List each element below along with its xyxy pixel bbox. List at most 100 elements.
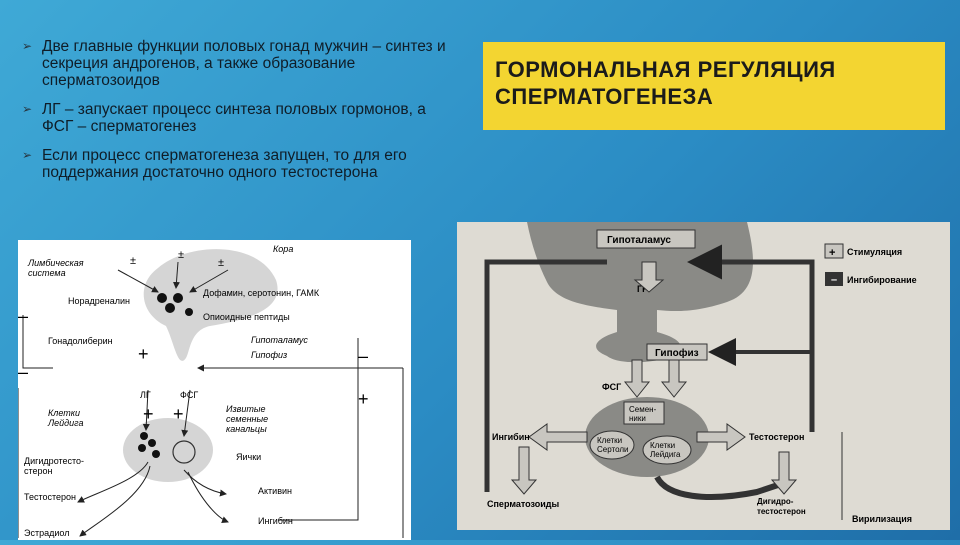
sign-minus: –: [18, 306, 28, 326]
hypothalamus-box: [596, 229, 696, 249]
label-testosterone: Тестостерон: [24, 492, 76, 502]
label-cortex: Кора: [273, 244, 293, 254]
label-dht-1: Дигидро-: [757, 497, 794, 506]
block-arrow: [696, 423, 746, 451]
sign-plus: +: [138, 344, 149, 364]
bullet-text: ЛГ – запускает процесс синтеза половых г…: [42, 101, 426, 135]
sign-minus: –: [358, 346, 368, 366]
feedback-line: [22, 315, 53, 369]
label-opioids: Опиоидные пептиды: [203, 312, 290, 322]
arrow: [117, 269, 159, 293]
label-fsh: ФСГ: [180, 390, 198, 400]
arrow: [172, 261, 180, 289]
arrow-bullet-icon: ➢: [22, 148, 33, 162]
block-arrow: [528, 423, 588, 451]
label-gonadoliberin: Гонадолиберин: [48, 336, 113, 346]
label-tubules-1: Извитые: [226, 404, 265, 414]
label-noradrenaline: Норадреналин: [68, 296, 130, 306]
testis-shape: [123, 418, 213, 482]
label-sertoli-2: Сертоли: [597, 445, 628, 454]
label-testosterone: Тестостерон: [749, 432, 804, 442]
label-hypothalamus: Гипоталамус: [607, 235, 671, 246]
leydig-dot: [140, 432, 148, 440]
label-activin: Активин: [258, 486, 292, 496]
right-diagram-svg: Гипоталамус ГРГ Гипофиз ФСГ ЛГ Семен- ни…: [457, 222, 950, 530]
label-dht-2: тестостерон: [757, 507, 806, 516]
legend-stimulation-swatch: [824, 243, 844, 259]
label-inhibin: Ингибин: [492, 432, 530, 442]
title-box: ГОРМОНАЛЬНАЯ РЕГУЛЯЦИЯ СПЕРМАТОГЕНЕЗА: [483, 42, 945, 130]
label-tubules-3: канальцы: [226, 424, 267, 434]
feedback-line: [278, 338, 359, 521]
leydig-shape: [642, 435, 692, 465]
arrow: [79, 465, 151, 537]
arrow: [142, 389, 150, 431]
block-arrow: [660, 359, 688, 398]
label-lh: ЛГ: [140, 390, 151, 400]
label-pituitary: Гипофиз: [655, 347, 699, 359]
bullet-item: ➢Если процесс сперматогенеза запущен, то…: [22, 147, 452, 181]
sign-pm: ±: [178, 249, 184, 261]
leydig-dot: [152, 450, 160, 458]
label-hypothalamus: Гипоталамус: [251, 335, 308, 345]
block-arrow: [633, 261, 665, 293]
label-testes: Яички: [236, 452, 261, 462]
feedback-loop: [654, 475, 788, 500]
label-dht-1: Дигидротесто-: [24, 456, 84, 466]
legend-stimulation: Стимуляция: [847, 247, 902, 257]
arrow-bullet-icon: ➢: [22, 102, 33, 116]
bullet-item: ➢ ЛГ – запускает процесс синтеза половых …: [22, 101, 452, 135]
label-leydig-1: Клетки: [48, 408, 80, 418]
label-dopamine: Дофамин, серотонин, ГАМК: [203, 288, 320, 298]
label-leydig-2: Лейдига: [650, 450, 681, 459]
legend-inhibition-swatch: [825, 272, 843, 286]
arrow-bullet-icon: ➢: [22, 39, 33, 53]
sign-plus: +: [173, 404, 184, 424]
label-dht-2: стерон: [24, 466, 53, 476]
label-seminiferous-2: ники: [629, 414, 646, 423]
label-virilization: Вирилизация: [852, 514, 912, 524]
leydig-dot: [148, 439, 156, 447]
sign-minus: –: [18, 362, 28, 382]
arrow: [181, 389, 191, 437]
block-arrow: [623, 359, 651, 398]
label-estradiol: Эстрадиол: [24, 528, 69, 538]
bullet-item: ➢Две главные функции половых гонад мужчи…: [22, 38, 452, 89]
left-diagram-svg: Лимбическая система Кора Норадреналин До…: [17, 244, 404, 538]
sign-plus: +: [358, 389, 369, 409]
sign-minus: –: [831, 274, 837, 286]
label-inhibin: Ингибин: [258, 516, 293, 526]
seminiferous-box: [623, 401, 665, 425]
feedback-loop: [687, 244, 815, 432]
label-sertoli-1: Клетки: [597, 436, 622, 445]
label-leydig-2: Лейдига: [47, 418, 84, 428]
label-fsh: ФСГ: [602, 382, 621, 392]
tubule-circle: [172, 440, 196, 464]
arrow: [189, 269, 229, 293]
label-limbic-1: Лимбическая: [27, 258, 84, 268]
sign-plus: +: [829, 247, 835, 259]
neuron-dot: [165, 303, 175, 313]
neuron-dot: [157, 293, 167, 303]
sertoli-shape: [589, 430, 635, 460]
arrow: [77, 461, 149, 503]
feedback-loop: [484, 259, 607, 492]
left-regulation-diagram: Лимбическая система Кора Норадреналин До…: [17, 240, 411, 540]
neuron-dot: [185, 308, 193, 316]
arrow: [183, 469, 227, 497]
label-leydig-1: Клетки: [650, 441, 675, 450]
neuron-dot: [173, 293, 183, 303]
label-pituitary: Гипофиз: [251, 350, 287, 360]
right-regulation-diagram: Гипоталамус ГРГ Гипофиз ФСГ ЛГ Семен- ни…: [457, 222, 950, 530]
sign-pm: ±: [218, 257, 224, 269]
arrow: [187, 471, 229, 524]
block-arrow: [510, 446, 538, 495]
label-tubules-2: семенные: [226, 414, 268, 424]
label-seminiferous-1: Семен-: [629, 405, 657, 414]
label-spermatozoa: Сперматозоиды: [487, 499, 560, 509]
legend-inhibition: Ингибирование: [847, 275, 917, 285]
sign-pm: ±: [130, 255, 136, 267]
bullet-list: ➢Две главные функции половых гонад мужчи…: [22, 38, 452, 193]
title-line-1: ГОРМОНАЛЬНАЯ РЕГУЛЯЦИЯ: [495, 57, 836, 82]
sign-plus: +: [143, 404, 154, 424]
